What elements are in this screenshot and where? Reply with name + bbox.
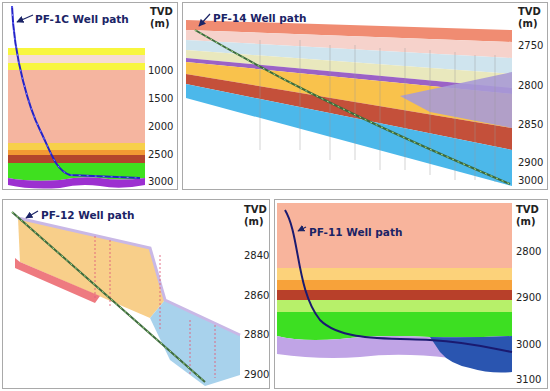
well-path-title: PF-12 Well path — [41, 209, 134, 221]
label-slot: TVD (m) — [150, 6, 176, 30]
depth-tick: 1000 — [148, 65, 173, 77]
depth-tick: 2840 — [244, 250, 269, 262]
label-slot: 2800 — [518, 80, 543, 92]
depth-tick: 2800 — [516, 246, 541, 258]
label-slot: 2900 — [244, 369, 269, 381]
label-slot: 2860 — [244, 290, 269, 302]
label-slot: 3000 — [518, 175, 543, 187]
pf14-section — [186, 14, 512, 186]
axis-title: TVD (m) — [150, 6, 176, 30]
axis-title: TVD (m) — [516, 204, 542, 228]
depth-tick: 3000 — [148, 176, 173, 188]
label-slot: 3000 — [516, 339, 541, 351]
section-panel: PF-14 Well path — [182, 2, 548, 190]
section-panel: PF-11 Well path — [274, 199, 548, 389]
axis-title: TVD (m) — [518, 6, 544, 30]
depth-tick: 1500 — [148, 93, 173, 105]
depth-tick: 3000 — [516, 339, 541, 351]
pf11-section — [277, 203, 512, 373]
label-slot: 2000 — [148, 121, 173, 133]
label-slot: 2900 — [516, 292, 541, 304]
depth-tick: 2900 — [516, 292, 541, 304]
label-slot: 2850 — [518, 119, 543, 131]
label-slot: 3100 — [516, 374, 541, 386]
label-slot: 1000 — [148, 65, 173, 77]
label-slot: TVD (m) — [516, 204, 542, 228]
section-panel: PF-12 Well path — [2, 199, 270, 389]
depth-tick: 2750 — [518, 40, 543, 52]
depth-tick: 2880 — [244, 329, 269, 341]
axis-title: TVD (m) — [244, 204, 270, 228]
label-slot: 2750 — [518, 40, 543, 52]
depth-tick: 3000 — [518, 175, 543, 187]
label-slot: 2840 — [244, 250, 269, 262]
label-slot: 2800 — [516, 246, 541, 258]
well-path-title: PF-14 Well path — [213, 12, 306, 24]
depth-tick: 2850 — [518, 119, 543, 131]
pf1c-section — [8, 6, 145, 189]
depth-tick: 2800 — [518, 80, 543, 92]
depth-tick: 2500 — [148, 149, 173, 161]
depth-tick: 3100 — [516, 374, 541, 386]
label-slot: 1500 — [148, 93, 173, 105]
depth-tick: 2900 — [518, 157, 543, 169]
well-path-title: PF-1C Well path — [35, 13, 129, 25]
depth-tick: 2860 — [244, 290, 269, 302]
depth-tick: 2900 — [244, 369, 269, 381]
label-slot: 2880 — [244, 329, 269, 341]
label-slot: 2500 — [148, 149, 173, 161]
label-slot: 3000 — [148, 176, 173, 188]
depth-tick: 2000 — [148, 121, 173, 133]
label-slot: 2900 — [518, 157, 543, 169]
pf12-section — [12, 211, 240, 386]
well-path-title: PF-11 Well path — [309, 226, 402, 238]
label-slot: TVD (m) — [244, 204, 270, 228]
label-slot: TVD (m) — [518, 6, 544, 30]
